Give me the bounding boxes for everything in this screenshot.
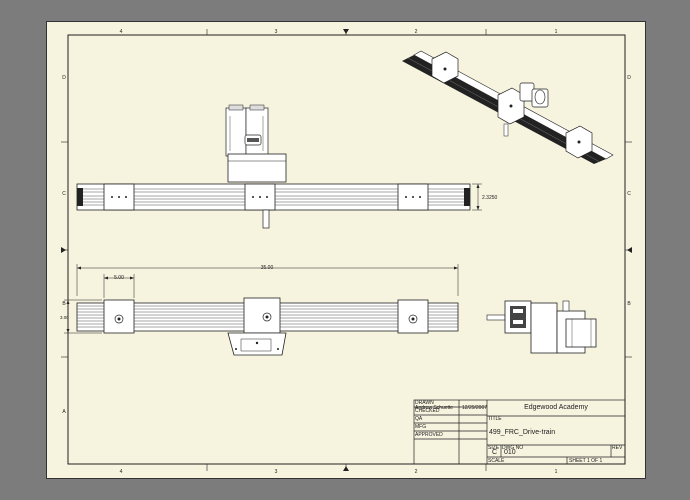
mfg-label: MFG	[415, 424, 427, 430]
approved-label: APPROVED	[415, 432, 443, 438]
end-gearbox	[530, 302, 558, 354]
zone-row-d-right: D	[627, 75, 631, 81]
dim-plate-width: 5.00	[114, 275, 124, 281]
top-view: 35.00 5.00 3.00	[60, 264, 459, 356]
dim-height: 2.3250	[482, 195, 498, 201]
drawing-title: 499_FRC_Drive-train	[489, 429, 556, 436]
drawing-sheet: 4 3 2 1 4 3 2 1 D C B A D C B	[46, 21, 646, 479]
drawing-canvas: 4 3 2 1 4 3 2 1 D C B A D C B	[46, 21, 646, 479]
zone-col-4-bottom: 4	[120, 469, 123, 475]
zone-col-3: 3	[275, 29, 278, 35]
title-block	[413, 399, 626, 465]
drawn-name: Andrew Schuette	[415, 405, 454, 411]
end-view	[486, 300, 597, 354]
gearbox	[227, 153, 287, 183]
front-view: 2.3250	[76, 104, 498, 229]
plate-right-top	[397, 299, 429, 334]
motor-right	[245, 107, 269, 157]
zone-col-1-bottom: 1	[555, 469, 558, 475]
output-shaft	[262, 209, 270, 229]
end-shaft	[486, 314, 506, 321]
qa-label: QA	[415, 416, 423, 422]
zone-col-2-bottom: 2	[415, 469, 418, 475]
sheet-number: SHEET 1 OF 1	[569, 458, 603, 464]
title-label: TITLE	[488, 416, 502, 422]
isometric-view	[402, 50, 614, 164]
zone-row-d: D	[62, 75, 66, 81]
drawn-date: 12/29/2007	[462, 405, 488, 411]
dwg-no-value: 010	[504, 449, 516, 456]
zone-row-b: B	[62, 301, 66, 307]
dim-plate-height: 3.00	[60, 315, 69, 320]
zone-row-b-right: B	[627, 301, 631, 307]
drawn-label: DRAWN	[415, 400, 434, 406]
dim-overall-length: 35.00	[261, 265, 274, 271]
zone-col-4: 4	[120, 29, 123, 35]
size-value: C	[492, 449, 498, 456]
zone-col-3-bottom: 3	[275, 469, 278, 475]
size-label: SIZE	[488, 445, 500, 451]
zone-row-a: A	[62, 409, 66, 415]
inner-border	[67, 34, 626, 465]
plate-center-top	[243, 297, 281, 334]
zone-labels: 4 3 2 1 4 3 2 1 D C B A D C B	[62, 29, 631, 475]
motor-left	[225, 107, 247, 157]
centering-mark-right	[627, 247, 632, 253]
zone-row-c: C	[62, 191, 66, 197]
organization: Edgewood Academy	[524, 404, 588, 411]
scale-label: SCALE	[488, 458, 505, 464]
centering-mark-left	[61, 247, 66, 253]
dwg-no-label: DWG NO	[502, 445, 524, 451]
rev-label: REV	[612, 445, 623, 451]
zone-col-2: 2	[415, 29, 418, 35]
checked-label: CHECKED	[415, 408, 440, 414]
centering-mark-top	[343, 29, 349, 34]
zone-row-c-right: C	[627, 191, 631, 197]
zone-col-1: 1	[555, 29, 558, 35]
centering-mark-bottom	[343, 466, 349, 471]
